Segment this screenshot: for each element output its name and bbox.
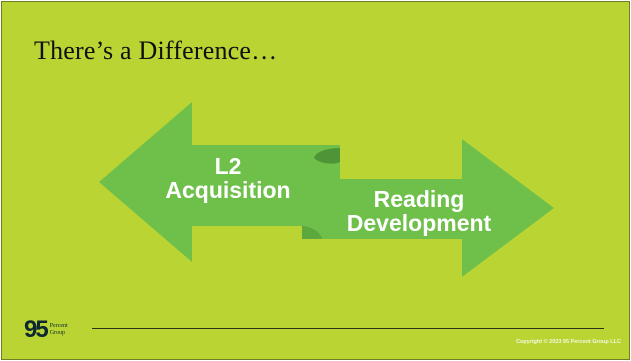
right-arrow [302, 139, 554, 277]
footer-divider [92, 328, 604, 329]
logo: 95 Percent Group [24, 318, 68, 342]
slide-title: There’s a Difference… [34, 36, 278, 65]
right-arrow-fold [302, 226, 322, 239]
logo-text: Percent Group [50, 323, 68, 336]
l2-label-line1: L2 [214, 153, 242, 179]
logo-word-percent: Percent [49, 323, 68, 330]
l2-acquisition-label: L2 Acquisition [148, 154, 308, 202]
logo-number: 95 [24, 316, 49, 343]
rd-label-line2: Development [346, 210, 492, 237]
rd-label-line1: Reading [373, 186, 465, 212]
reading-development-label: Reading Development [324, 187, 514, 235]
left-arrow [99, 102, 340, 262]
logo-word-group: Group [49, 330, 66, 336]
left-arrow-fold-shadow [314, 148, 340, 164]
copyright-text: Copyright © 2023 95 Percent Group LLC [516, 339, 621, 345]
l2-label-line2: Acquisition [165, 177, 291, 204]
